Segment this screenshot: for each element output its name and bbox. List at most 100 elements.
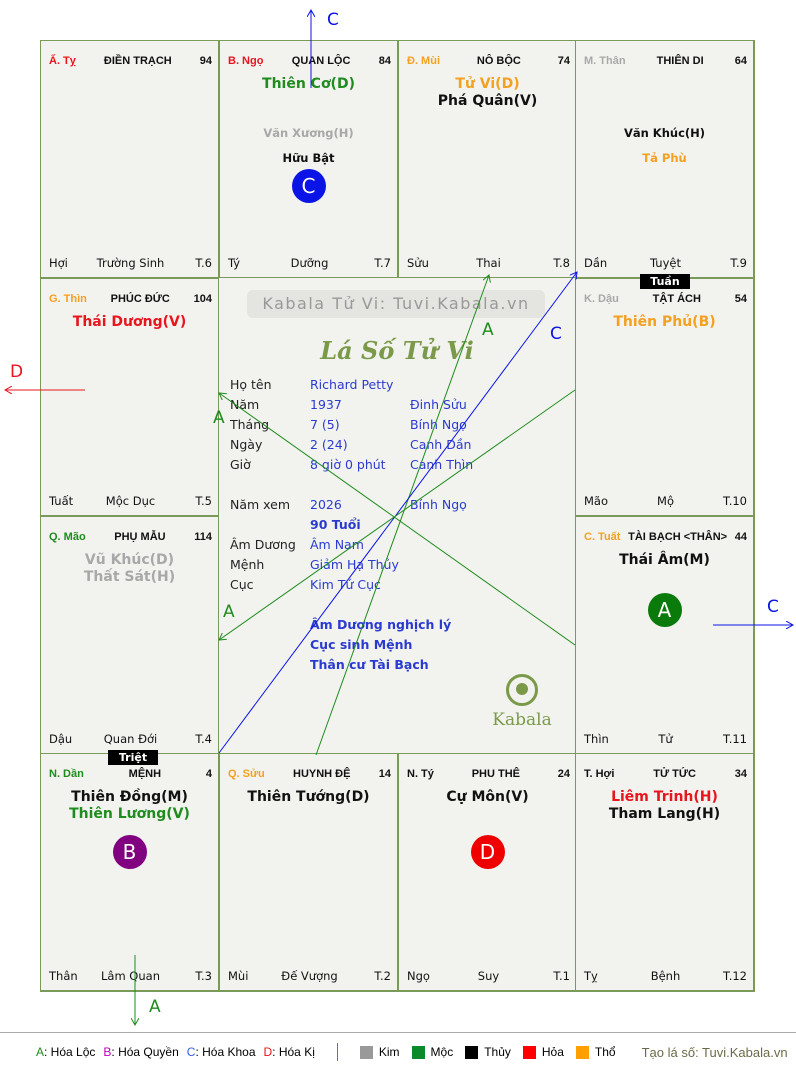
palace-number: 34: [734, 768, 747, 780]
info-canchi: Canh Dần: [410, 437, 472, 452]
can-chi: Q. Sửu: [228, 768, 265, 780]
info-value: 2026: [310, 497, 342, 512]
branch: Dần: [584, 256, 608, 270]
life-stage: Quan Đới: [103, 732, 158, 746]
info-label: Âm Dương: [230, 537, 296, 552]
palace-name: ĐIỀN TRẠCH: [103, 55, 172, 67]
element-label: Mộc: [430, 1045, 454, 1059]
can-chi: Q. Mão: [49, 531, 86, 543]
legend-key: D: [263, 1045, 273, 1059]
major-star: Cự Môn(V): [446, 789, 529, 805]
element-label: Thủy: [484, 1045, 511, 1059]
major-stars: Thiên Phủ(B): [576, 314, 753, 331]
minor-star: Văn Xương(H): [263, 126, 354, 140]
branch: Mùi: [228, 969, 249, 983]
decade-label: T.3: [195, 969, 212, 983]
palace-name: TỬ TỨC: [653, 768, 696, 780]
major-star: Thái Dương(V): [72, 314, 187, 330]
arrow-label-c: C: [767, 597, 779, 617]
arrow-khoa-1: [218, 272, 577, 754]
legend-item-d: D: Hóa Kị: [264, 1045, 315, 1059]
legend-item-b: B: Hóa Quyền: [103, 1045, 178, 1059]
chart-note: Cục sinh Mệnh: [310, 637, 413, 652]
palace-number: 54: [734, 293, 747, 305]
palace-name: THIÊN DI: [656, 55, 704, 67]
element-swatch: [575, 1045, 589, 1059]
chart-note: Âm Dương nghịch lý: [310, 617, 452, 632]
info-canchi: Canh Thìn: [410, 457, 474, 472]
info-label: Họ tên: [230, 377, 272, 392]
major-star: Thất Sát(H): [83, 569, 176, 585]
branch: Dậu: [49, 732, 73, 746]
legend-key: A: [36, 1045, 45, 1059]
hoa-marker-c: C: [291, 169, 326, 203]
arrow-loc-1: [315, 275, 489, 756]
decade-label: T.12: [723, 969, 747, 983]
hoa-marker-b: B: [112, 835, 147, 869]
palace-number: 14: [378, 768, 391, 780]
major-star: Thiên Cơ(D): [262, 76, 355, 92]
info-label: Cục: [230, 577, 254, 592]
palace-number: 84: [378, 55, 391, 67]
arrow-loc-2: [219, 389, 576, 640]
info-row: 90 Tuổi: [230, 515, 570, 535]
can-chi: N. Dần: [49, 768, 84, 780]
major-star: Vũ Khúc(D): [84, 552, 175, 568]
info-canchi: Đinh Sửu: [410, 397, 467, 412]
life-stage: Lâm Quan: [101, 969, 160, 983]
decade-label: T.1: [553, 969, 570, 983]
element-label: Thổ: [594, 1045, 616, 1059]
palace-name: PHÚC ĐỨC: [110, 293, 170, 305]
palace-number: 44: [734, 531, 747, 543]
info-value: 7 (5): [310, 417, 340, 432]
info-label: Năm: [230, 397, 260, 412]
can-chi: M. Thân: [584, 55, 626, 67]
branch: Hợi: [49, 256, 68, 270]
major-stars: Tử Vi(D)Phá Quân(V): [399, 76, 576, 110]
element-label: Kim: [378, 1045, 400, 1059]
hoa-marker-a: A: [647, 593, 682, 627]
legend-label: : Hóa Lộc: [44, 1045, 96, 1059]
minor-stars: Văn Xương(H)Hữu Bật: [220, 121, 397, 171]
minor-stars: Văn Khúc(H)Tả Phù: [576, 121, 753, 171]
legend-key: C: [186, 1045, 196, 1059]
major-star: Thiên Lương(V): [69, 806, 190, 822]
triet-badge: Triệt: [108, 750, 158, 765]
element-label: Hỏa: [541, 1045, 564, 1059]
decade-label: T.8: [553, 256, 570, 270]
major-star: Phá Quân(V): [437, 93, 538, 109]
info-label: Ngày: [230, 437, 263, 452]
decade-label: T.11: [723, 732, 747, 746]
branch: Ngọ: [407, 969, 430, 983]
decade-label: T.2: [374, 969, 391, 983]
